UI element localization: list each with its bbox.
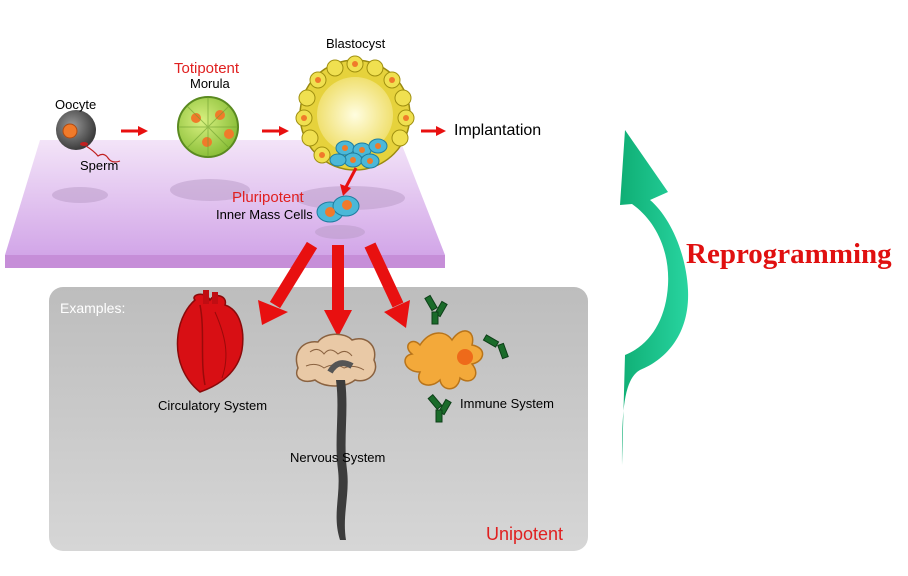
- blastocyst-to-inner-mass-arrow: [340, 167, 358, 196]
- stage-arrow: [262, 126, 289, 136]
- morula-label: Morula: [190, 76, 230, 91]
- examples-label: Examples:: [60, 300, 126, 316]
- blastocyst-icon: [295, 55, 415, 171]
- antibody-icon: [424, 294, 509, 423]
- implantation-label: Implantation: [454, 122, 542, 139]
- oocyte-label: Oocyte: [55, 97, 97, 112]
- inner-mass-cells-icon: [316, 195, 360, 223]
- immune-cell-icon: [404, 330, 484, 390]
- differentiation-arrow-nervous: [324, 245, 352, 337]
- unipotent-panel: [49, 287, 588, 551]
- implantation-arrow: [421, 126, 446, 136]
- unipotent-label: Unipotent: [486, 524, 564, 544]
- oocyte-icon: [56, 110, 96, 150]
- sperm-icon: [80, 142, 121, 163]
- morula-icon: [177, 96, 239, 158]
- inner-mass-cells-label: Inner Mass Cells: [216, 207, 313, 222]
- immune-system-label: Immune System: [460, 396, 554, 411]
- differentiation-arrow-immune: [364, 242, 410, 328]
- brain-icon: [295, 333, 377, 387]
- sperm-label: Sperm: [80, 158, 119, 173]
- reprogramming-arrow-icon: [620, 130, 689, 465]
- totipotent-label: Totipotent: [174, 60, 240, 77]
- differentiation-arrow-circulatory: [258, 241, 318, 325]
- circulatory-system-label: Circulatory System: [158, 398, 268, 413]
- nervous-system-label: Nervous System: [290, 450, 386, 465]
- heart-icon: [176, 290, 244, 393]
- pluripotent-label: Pluripotent: [232, 189, 304, 206]
- spinal-cord-icon: [336, 380, 348, 540]
- reprogramming-label: Reprogramming: [686, 238, 892, 270]
- blastocyst-label: Blastocyst: [326, 36, 386, 51]
- stage-arrow: [121, 126, 148, 136]
